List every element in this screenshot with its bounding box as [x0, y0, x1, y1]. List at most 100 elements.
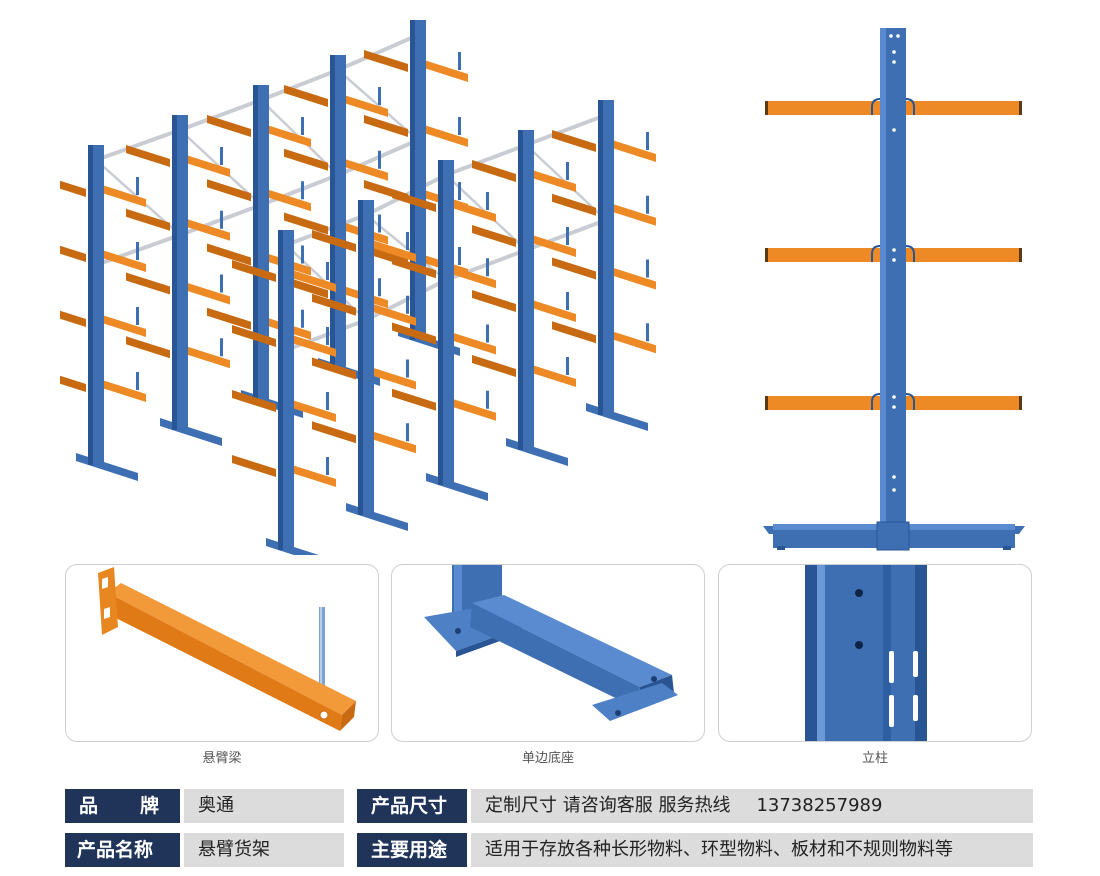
iso-arm-right	[424, 60, 468, 82]
iso-arm-pin	[406, 295, 409, 314]
iso-arm-pin	[220, 147, 223, 165]
iso-base	[266, 538, 319, 555]
iso-arm-left	[392, 388, 436, 411]
iso-arm-left	[207, 307, 251, 330]
spec-label-usage: 主要用途	[357, 833, 467, 867]
rack-uprights	[60, 20, 656, 555]
iso-arm-right	[102, 185, 146, 207]
iso-arm-pin	[406, 423, 409, 442]
iso-arm-pin	[486, 390, 489, 409]
upright-column-shade	[880, 28, 886, 548]
iso-arm-pin	[136, 307, 139, 325]
iso-arm-left	[126, 336, 170, 359]
iso-arm-pin	[406, 232, 409, 250]
iso-arm-left	[312, 230, 356, 252]
iso-arm-left	[284, 276, 328, 299]
brace-top	[95, 128, 181, 162]
iso-arm-left	[207, 179, 251, 202]
iso-arm-left	[126, 145, 170, 167]
spec-label-size: 产品尺寸	[357, 789, 467, 823]
detail-card-arm	[65, 564, 379, 742]
brace-top	[525, 113, 607, 147]
front-base	[763, 521, 1025, 551]
iso-arm-left	[472, 225, 516, 247]
iso-arm-left	[232, 325, 276, 347]
iso-base	[506, 438, 568, 466]
iso-arm-pin	[646, 323, 649, 342]
iso-arm-left	[60, 180, 86, 197]
iso-arm-right	[452, 266, 496, 289]
iso-arm-pin	[326, 327, 329, 345]
iso-arm-right	[452, 200, 496, 222]
upright-body	[805, 565, 927, 741]
cantilever-upright-front-view-image	[763, 28, 1025, 551]
iso-arm-pin	[566, 357, 569, 375]
iso-arm-right	[612, 140, 656, 162]
iso-arm-pin	[646, 259, 649, 278]
iso-arm-pin	[378, 87, 381, 105]
iso-arm-pin	[326, 262, 329, 280]
iso-arm-left	[312, 357, 356, 380]
iso-arm-right	[372, 367, 416, 390]
iso-upright-shade	[278, 230, 283, 550]
base-beam-top	[472, 595, 672, 687]
iso-arm-left	[207, 243, 251, 266]
caption-base: 单边底座	[521, 751, 574, 766]
iso-arm-pin	[566, 292, 569, 310]
upright-detail-image	[805, 565, 927, 741]
brace-mid	[260, 173, 339, 207]
iso-arm-pin	[326, 392, 329, 410]
iso-arm-right	[344, 158, 388, 181]
iso-upright-shade	[88, 145, 93, 465]
iso-upright-shade	[518, 130, 523, 450]
iso-arm-left	[552, 193, 596, 216]
iso-arm-right	[267, 189, 311, 212]
arm-detail-image	[98, 567, 356, 731]
iso-upright-shade	[330, 55, 335, 370]
iso-base	[160, 418, 222, 446]
iso-arm-pin	[406, 359, 409, 378]
iso-arm-pin	[220, 210, 223, 229]
iso-arm-left	[284, 212, 328, 235]
iso-base	[76, 453, 138, 481]
upright-hole	[855, 589, 863, 597]
iso-arm-left	[364, 115, 408, 137]
iso-arm-left	[126, 208, 170, 231]
upright-holes	[889, 34, 900, 492]
iso-arm-right	[267, 125, 311, 147]
iso-upright-shade	[598, 100, 603, 415]
iso-arm-pin	[378, 150, 381, 169]
spec-value-size: 定制尺寸 请咨询客服 服务热线 13738257989	[471, 789, 1033, 823]
iso-arm-pin	[458, 247, 461, 265]
iso-arm-pin	[458, 52, 461, 70]
iso-arm-right	[186, 282, 230, 305]
iso-arm-left	[126, 272, 170, 295]
arm-side-face	[106, 593, 342, 731]
detail-card-base	[391, 564, 705, 742]
iso-arm-right	[612, 203, 656, 226]
spec-label-brand: 品 牌	[65, 789, 180, 823]
iso-arm-pin	[486, 324, 489, 343]
iso-arm-left	[232, 455, 276, 477]
iso-arm-pin	[136, 177, 139, 195]
iso-arm-right	[292, 335, 336, 357]
iso-arm-left	[60, 245, 86, 262]
iso-arm-right	[102, 380, 146, 402]
iso-arm-right	[532, 170, 576, 192]
iso-arm-left	[312, 293, 356, 316]
iso-arm-pin	[220, 338, 223, 357]
brace-top	[337, 33, 419, 72]
iso-arm-right	[452, 398, 496, 421]
iso-arm-pin	[566, 162, 569, 180]
iso-arm-left	[472, 355, 516, 377]
caption-upright: 立柱	[861, 751, 888, 766]
iso-arm-pin	[136, 372, 139, 390]
iso-arm-left	[552, 321, 596, 344]
iso-base	[426, 473, 488, 501]
iso-arm-right	[372, 431, 416, 454]
iso-arm-left	[284, 148, 328, 171]
size-text: 定制尺寸 请咨询客服 服务热线	[485, 795, 731, 816]
service-hotline-phone: 13738257989	[756, 795, 883, 816]
iso-upright-shade	[358, 200, 363, 515]
cantilever-rack-isometric-image	[60, 20, 656, 555]
